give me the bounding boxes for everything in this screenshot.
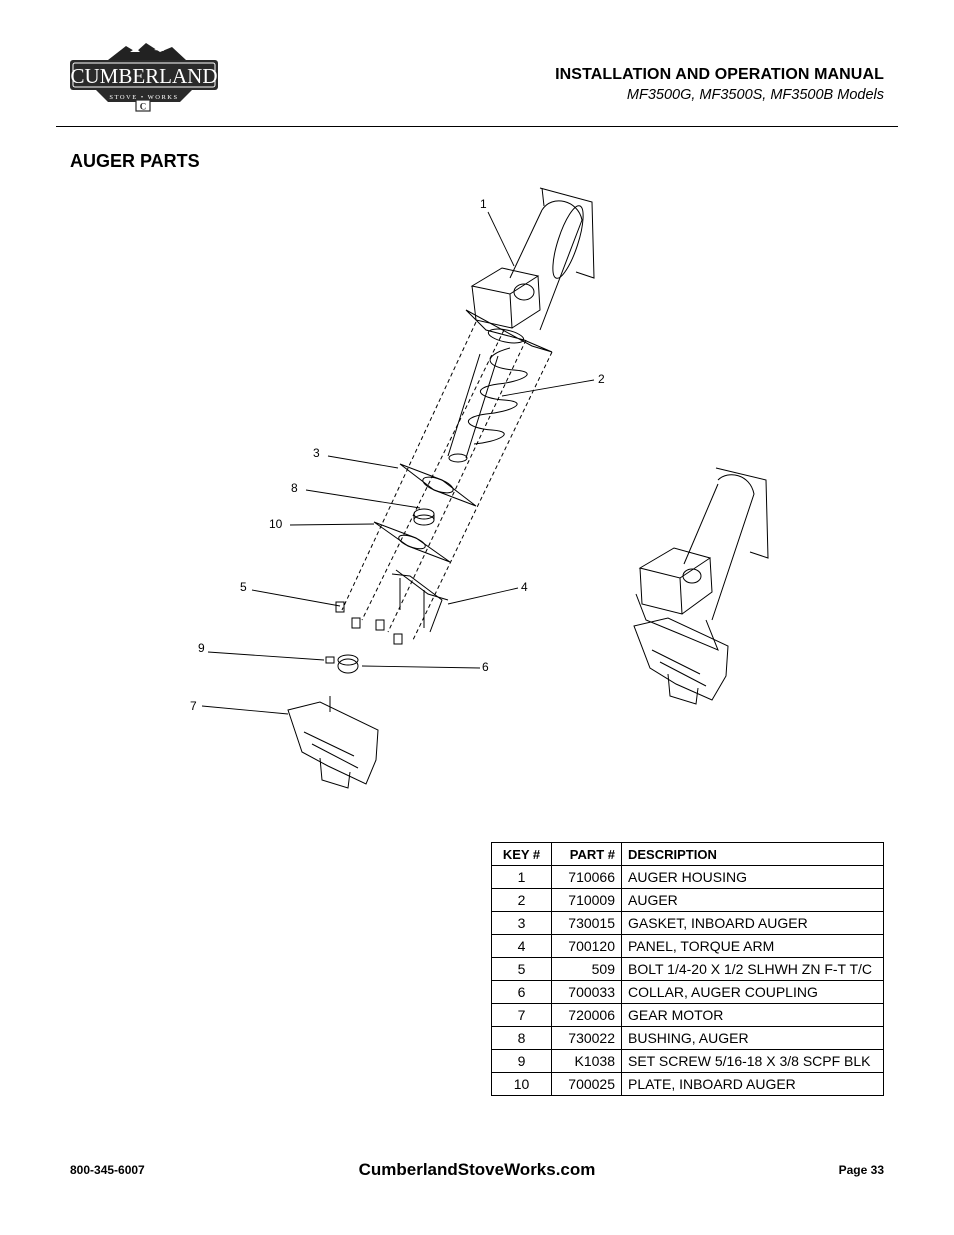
callout-4: 4 bbox=[521, 580, 528, 594]
callout-3: 3 bbox=[313, 446, 320, 460]
svg-text:C: C bbox=[140, 102, 147, 112]
description-cell: BOLT 1/4-20 X 1/2 SLHWH ZN F-T T/C bbox=[621, 957, 884, 981]
table-row: 10 700025 PLATE, INBOARD AUGER bbox=[491, 1072, 884, 1096]
callout-6: 6 bbox=[482, 660, 489, 674]
header-divider bbox=[56, 126, 898, 127]
key-cell: 9 bbox=[491, 1049, 552, 1073]
footer-phone: 800-345-6007 bbox=[70, 1163, 145, 1177]
table-row: 9 K1038 SET SCREW 5/16-18 X 3/8 SCPF BLK bbox=[491, 1049, 884, 1073]
key-cell: 6 bbox=[491, 980, 552, 1004]
auger-exploded-diagram: 1 2 3 4 5 6 7 8 9 10 bbox=[190, 187, 769, 789]
part-number-cell: 730022 bbox=[551, 1026, 622, 1050]
description-cell: PANEL, TORQUE ARM bbox=[621, 934, 884, 958]
col-part-header: PART # bbox=[551, 842, 622, 866]
part-number-cell: 700120 bbox=[551, 934, 622, 958]
description-cell: AUGER bbox=[621, 888, 884, 912]
callout-8: 8 bbox=[291, 481, 298, 495]
part-number-cell: K1038 bbox=[551, 1049, 622, 1073]
manual-title: INSTALLATION AND OPERATION MANUAL bbox=[555, 66, 884, 83]
key-cell: 5 bbox=[491, 957, 552, 981]
description-cell: BUSHING, AUGER bbox=[621, 1026, 884, 1050]
cumberland-logo: CUMBERLAND STOVE • WORKS C bbox=[70, 43, 218, 112]
description-cell: GEAR MOTOR bbox=[621, 1003, 884, 1027]
part-number-cell: 700025 bbox=[551, 1072, 622, 1096]
key-cell: 2 bbox=[491, 888, 552, 912]
table-row: 1 710066 AUGER HOUSING bbox=[491, 865, 884, 889]
table-header-row: KEY # PART # DESCRIPTION bbox=[491, 842, 884, 866]
parts-table: KEY # PART # DESCRIPTION 1 710066 AUGER … bbox=[491, 842, 884, 1096]
part-number-cell: 700033 bbox=[551, 980, 622, 1004]
svg-text:CUMBERLAND: CUMBERLAND bbox=[70, 64, 217, 88]
key-cell: 3 bbox=[491, 911, 552, 935]
model-list: MF3500G, MF3500S, MF3500B Models bbox=[626, 87, 884, 103]
key-cell: 8 bbox=[491, 1026, 552, 1050]
key-cell: 1 bbox=[491, 865, 552, 889]
part-number-cell: 710009 bbox=[551, 888, 622, 912]
description-cell: GASKET, INBOARD AUGER bbox=[621, 911, 884, 935]
part-number-cell: 720006 bbox=[551, 1003, 622, 1027]
table-row: 2 710009 AUGER bbox=[491, 888, 884, 912]
col-desc-header: DESCRIPTION bbox=[621, 842, 884, 866]
table-row: 5 509 BOLT 1/4-20 X 1/2 SLHWH ZN F-T T/C bbox=[491, 957, 884, 981]
description-cell: COLLAR, AUGER COUPLING bbox=[621, 980, 884, 1004]
col-key-header: KEY # bbox=[491, 842, 552, 866]
part-number-cell: 730015 bbox=[551, 911, 622, 935]
description-cell: AUGER HOUSING bbox=[621, 865, 884, 889]
key-cell: 7 bbox=[491, 1003, 552, 1027]
key-cell: 10 bbox=[491, 1072, 552, 1096]
table-row: 8 730022 BUSHING, AUGER bbox=[491, 1026, 884, 1050]
callout-7: 7 bbox=[190, 699, 197, 713]
table-row: 6 700033 COLLAR, AUGER COUPLING bbox=[491, 980, 884, 1004]
part-number-cell: 710066 bbox=[551, 865, 622, 889]
manual-header: INSTALLATION AND OPERATION MANUAL MF3500… bbox=[555, 66, 884, 103]
table-row: 4 700120 PANEL, TORQUE ARM bbox=[491, 934, 884, 958]
callout-10: 10 bbox=[269, 517, 283, 531]
key-cell: 4 bbox=[491, 934, 552, 958]
callout-1: 1 bbox=[480, 197, 487, 211]
table-row: 7 720006 GEAR MOTOR bbox=[491, 1003, 884, 1027]
callout-9: 9 bbox=[198, 641, 205, 655]
svg-text:STOVE • WORKS: STOVE • WORKS bbox=[109, 94, 178, 101]
table-row: 3 730015 GASKET, INBOARD AUGER bbox=[491, 911, 884, 935]
callout-5: 5 bbox=[240, 580, 247, 594]
page-number: Page 33 bbox=[838, 1163, 884, 1177]
callout-2: 2 bbox=[598, 372, 605, 386]
part-number-cell: 509 bbox=[551, 957, 622, 981]
footer-website: CumberlandStoveWorks.com bbox=[358, 1160, 596, 1179]
description-cell: SET SCREW 5/16-18 X 3/8 SCPF BLK bbox=[621, 1049, 884, 1073]
description-cell: PLATE, INBOARD AUGER bbox=[621, 1072, 884, 1096]
section-title: AUGER PARTS bbox=[70, 151, 200, 171]
